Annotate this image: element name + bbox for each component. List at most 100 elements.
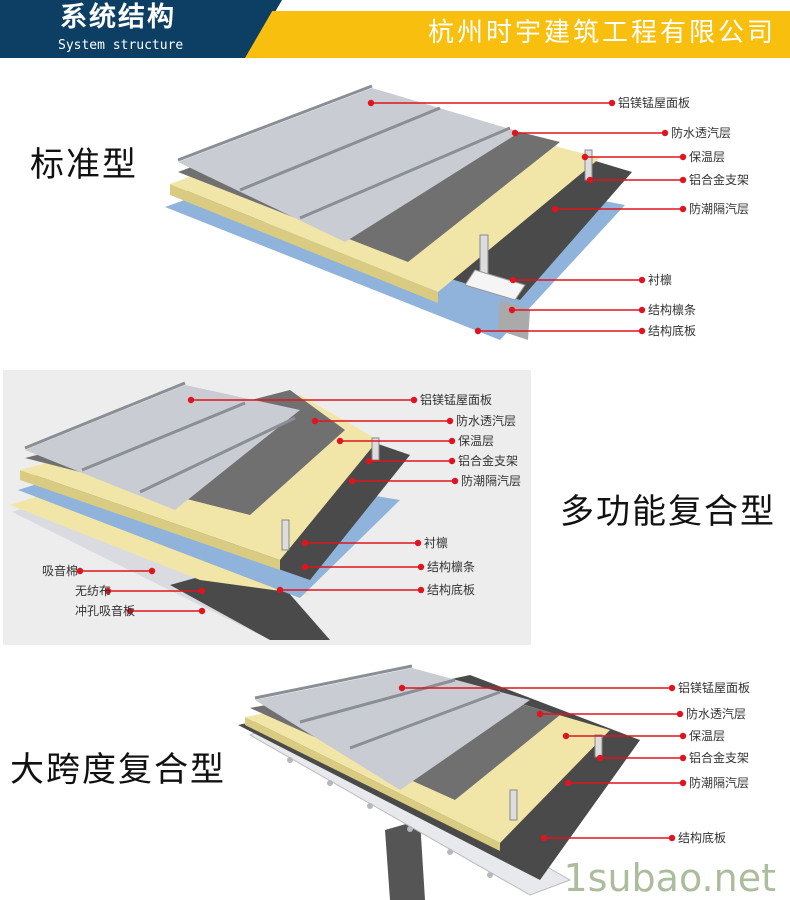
metal-roof-panel [25,385,300,510]
type-title-multifunction: 多功能复合型 [560,492,776,532]
layer-label: 结构檩条 [648,303,697,317]
leader-dot [676,710,684,718]
layer-label: 保温层 [689,729,726,743]
leader-dot [410,396,418,404]
watermark: 1subao.net [563,856,777,900]
leader-dot [511,129,519,137]
leader-dot [104,587,112,595]
leader-dot [336,437,344,445]
leader-dot [679,754,687,762]
layer-label: 铝合金支架 [689,173,750,187]
leader-dot [668,834,676,842]
leader-dot [365,457,373,465]
insulation-edge [170,184,438,303]
leader-dot [562,732,570,740]
layer-label: 铝合金支架 [689,751,750,765]
leader-dot [638,276,646,284]
layer-label: 防水透汽层 [686,707,747,721]
layer-label: 防潮隔汽层 [689,776,750,790]
metal-roof-panel [255,668,530,790]
leader-dot [509,276,517,284]
leader-dot [126,607,134,615]
aluminum-bracket [479,234,489,276]
leader-dot [564,779,572,787]
type-title-long-span: 大跨度复合型 [10,750,226,790]
leader-dot [679,153,687,161]
metal-roof-panel [178,88,520,242]
leader-dot [596,754,604,762]
company-name: 杭州时宇建筑工程有限公司 [427,18,776,48]
layer-label: 防潮隔汽层 [689,202,750,216]
leader-lines [76,99,687,842]
layer-label: 防水透汽层 [671,126,732,140]
layer-label: 衬檩 [648,273,673,287]
layer-label: 结构底板 [648,324,697,338]
layer-label: 铝镁锰屋面板 [618,96,691,110]
aluminum-bracket [281,519,290,551]
leader-dot [367,99,375,107]
layer-label: 结构檩条 [427,560,476,574]
leader-dot [301,539,309,547]
secondary-purlin [464,269,526,301]
leader-dot [581,153,589,161]
header-left-band [0,0,282,58]
leader-dot [474,327,482,335]
leader-dot [417,563,425,571]
layer-label: 保温层 [689,150,726,164]
leader-dot [536,710,544,718]
leader-dot [414,539,422,547]
leader-dot [446,417,454,425]
header-subtitle: System structure [58,38,184,53]
insulation-edge [20,470,280,570]
leader-dot [198,607,206,615]
roof-diagram-multifunction [10,381,410,640]
leader-dot [679,205,687,213]
roof-diagram-long-span [238,664,640,900]
leader-dot [311,417,319,425]
layer-label: 防水透汽层 [456,414,517,428]
leader-dot [398,684,406,692]
leader-dot [540,834,548,842]
layer-label: 无纺布 [75,584,112,598]
leader-dot [608,99,616,107]
leader-dot [448,457,456,465]
leader-dot [148,567,156,575]
leader-dot [276,586,284,594]
layer-label: 铝镁锰屋面板 [678,681,751,695]
header-right-band [245,11,790,58]
header-title: 系统结构 [60,2,176,33]
layer-label: 衬檩 [424,536,449,550]
leader-dot [679,779,687,787]
leader-dot [508,306,516,314]
leader-dot [187,396,195,404]
layer-label: 结构底板 [427,583,476,597]
leader-dot [348,477,356,485]
layer-label: 铝镁锰屋面板 [420,393,493,407]
layer-label: 吸音棉 [42,564,79,578]
layer-label: 冲孔吸音板 [75,604,136,618]
leader-dot [198,587,206,595]
insulation-edge [245,717,500,851]
leader-dot [586,176,594,184]
steel-i-beam [385,820,425,900]
aluminum-bracket [509,789,518,821]
leader-dot [638,327,646,335]
layer-label: 结构底板 [678,831,727,845]
layer-label: 铝合金支架 [458,454,519,468]
leader-dot [417,586,425,594]
leader-dot [668,684,676,692]
leader-dot [551,205,559,213]
layer-label: 防潮隔汽层 [461,474,522,488]
leader-dot [679,176,687,184]
leader-dot [301,563,309,571]
leader-dot [661,129,669,137]
leader-dot [451,477,459,485]
layer-label: 保温层 [458,434,495,448]
roof-diagram-standard [165,84,632,340]
leader-dot [679,732,687,740]
leader-dot [76,567,84,575]
leader-dot [448,437,456,445]
leader-dot [638,306,646,314]
